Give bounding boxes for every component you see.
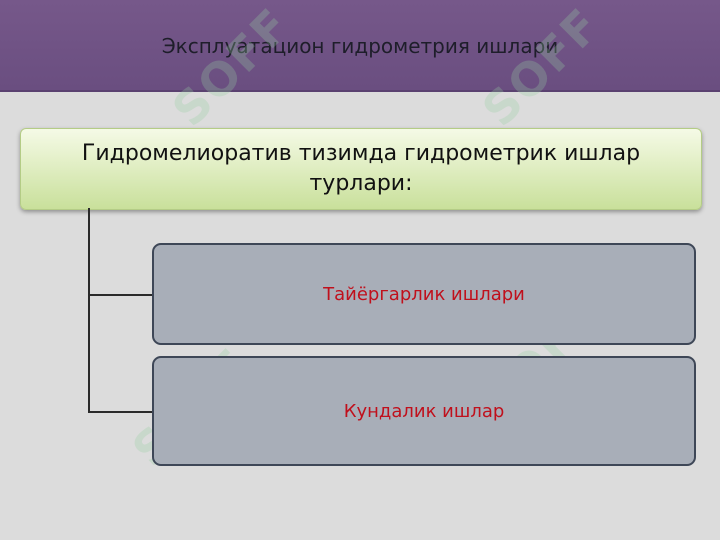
connector-branch-1	[88, 294, 152, 296]
child-node-daily: Кундалик ишлар	[152, 356, 696, 466]
connector-vertical	[88, 208, 90, 413]
child-node-preparatory: Тайёргарлик ишлари	[152, 243, 696, 345]
slide-header: Эксплуатацион гидрометрия ишлари	[0, 0, 720, 92]
child-node-label: Кундалик ишлар	[343, 400, 505, 422]
root-node-label: Гидромелиоратив тизимда гидрометрик ишла…	[81, 141, 641, 196]
root-node: Гидромелиоратив тизимда гидрометрик ишла…	[20, 128, 702, 210]
child-node-label: Тайёргарлик ишлари	[323, 283, 525, 305]
connector-branch-2	[88, 411, 154, 413]
slide-title: Эксплуатацион гидрометрия ишлари	[161, 34, 559, 58]
